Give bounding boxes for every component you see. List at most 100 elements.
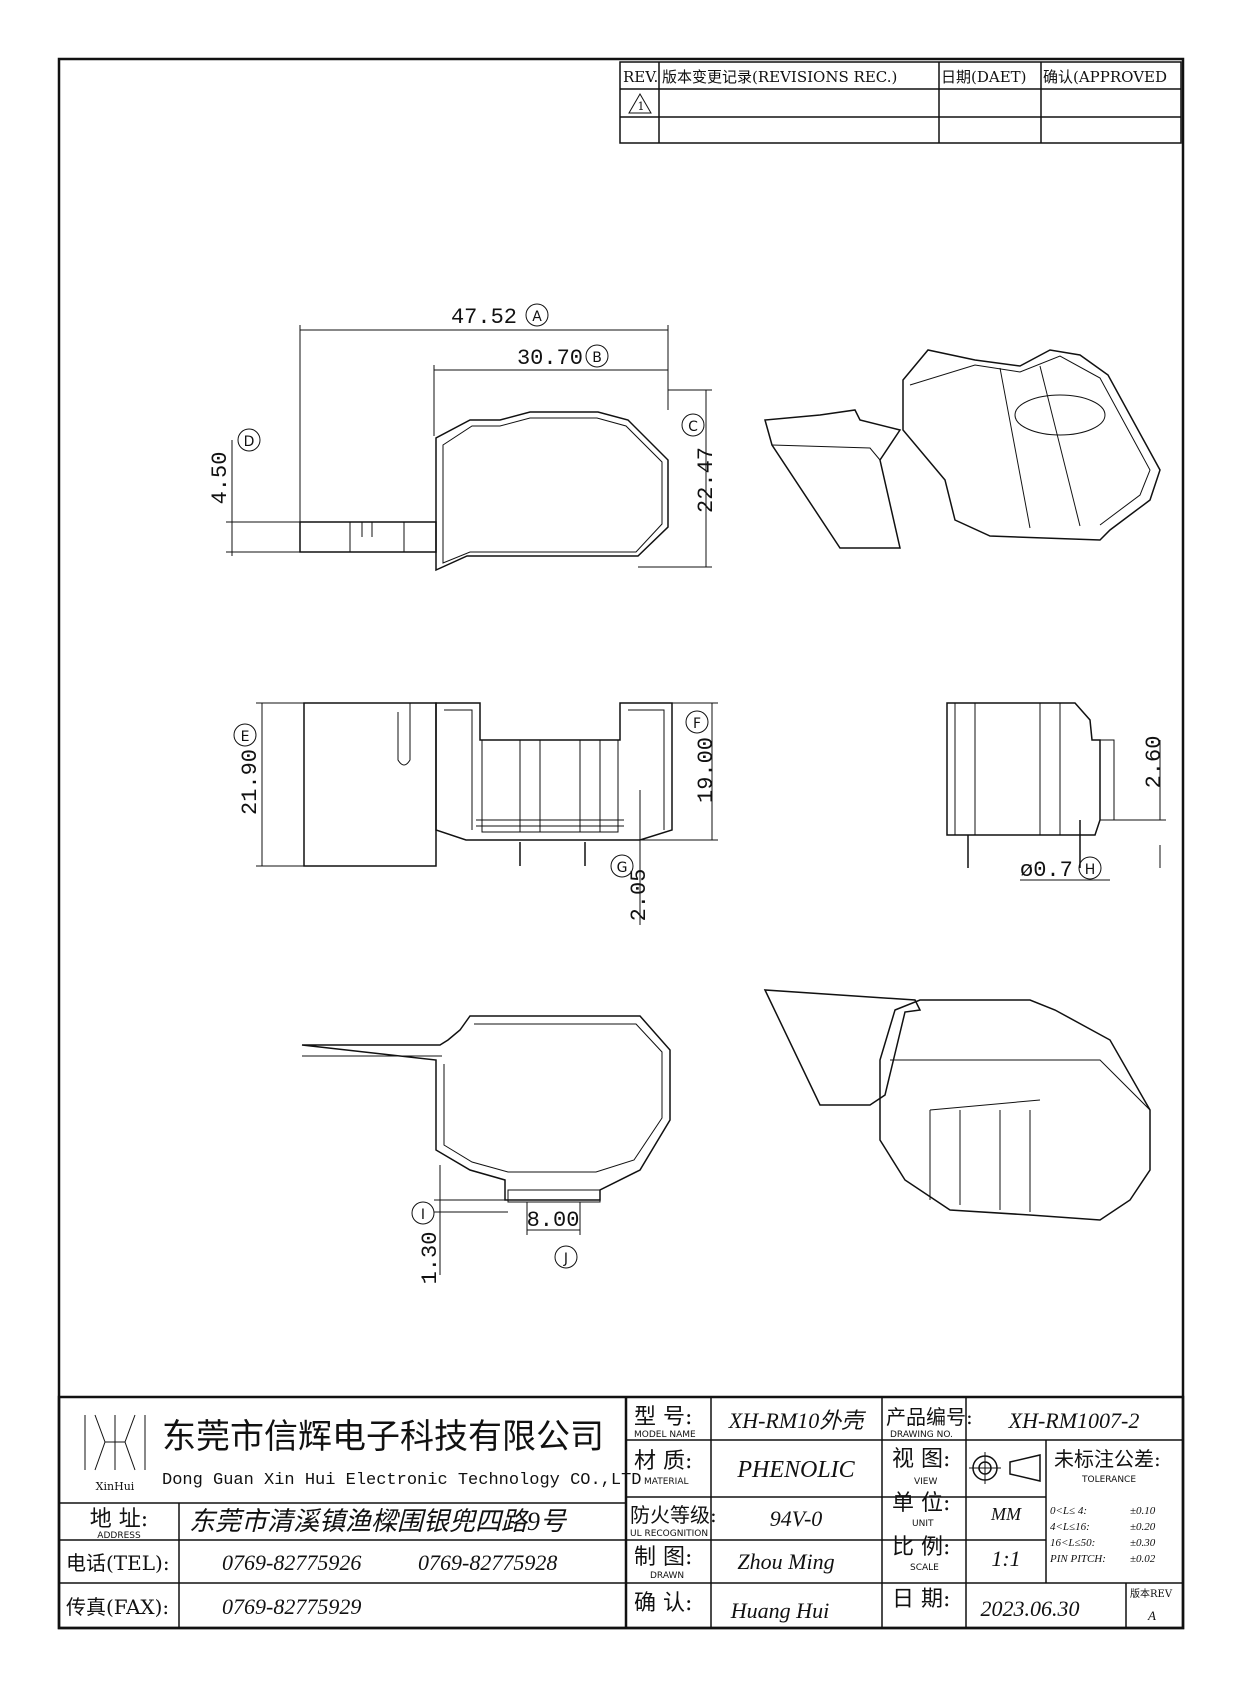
drawing-no-label: 产品编号:	[886, 1405, 973, 1429]
view-label: 视 图:	[892, 1447, 950, 1472]
dimension-c: 22.47 C	[638, 389, 719, 568]
dimension-e-tag: E	[241, 729, 250, 745]
tel-value-1: 0769-82775926	[222, 1550, 361, 1575]
revision-table: REV. 版本变更记录(REVISIONS REC.) 日期(DAET) 确认(…	[619, 61, 1182, 144]
dimension-c-value: 22.47	[694, 447, 719, 513]
dimension-a: 47.52 A	[299, 303, 669, 522]
dimension-i-value: 1.30	[418, 1232, 443, 1285]
scale-label-en: SCALE	[910, 1563, 939, 1573]
dimension-j-value: 8.00	[527, 1208, 580, 1233]
bottom-view	[301, 1015, 671, 1203]
unit-label-en: UNIT	[912, 1519, 934, 1529]
drawn-label: 制 图:	[634, 1545, 692, 1570]
tolerance-range-2: 4<L≤16:	[1050, 1521, 1090, 1533]
dimension-g-tag: G	[617, 860, 628, 876]
dimension-a-tag: A	[532, 309, 542, 325]
unit-value: MM	[990, 1504, 1022, 1524]
iso-view-bottom	[763, 989, 1151, 1221]
tolerance-range-1: 0<L≤ 4:	[1050, 1505, 1087, 1517]
dimension-f: 19.00 F	[640, 702, 719, 841]
dimension-j: 8.00 J	[526, 1202, 581, 1269]
dimension-b-tag: B	[592, 350, 602, 366]
tolerance-title-en: TOLERANCE	[1081, 1475, 1136, 1485]
rev-header: REV.	[623, 68, 658, 86]
tel-label: 电话(TEL):	[66, 1551, 170, 1575]
dimension-g: 2.05 G	[610, 790, 652, 925]
top-view	[299, 411, 669, 572]
dimension-g-value: 2.05	[627, 869, 652, 922]
tolerance-range-4: PIN PITCH:	[1049, 1553, 1106, 1565]
unit-label: 单 位:	[892, 1491, 950, 1516]
title-block: XinHui 东莞市信辉电子科技有限公司 Dong Guan Xin Hui E…	[57, 1395, 1185, 1630]
date-label: 日 期:	[892, 1587, 950, 1612]
tel-value-2: 0769-82775928	[418, 1550, 557, 1575]
model-label-en: MODEL NAME	[634, 1430, 696, 1440]
dimension-h: 2.60 ø0.7 H	[1020, 736, 1167, 883]
approved-header: 确认(APPROVED	[1043, 68, 1167, 86]
drawing-no-label-en: DRAWING NO.	[890, 1430, 953, 1440]
fax-label: 传真(FAX):	[66, 1595, 169, 1619]
dimension-i: 1.30 I	[411, 1165, 508, 1285]
dimension-a-value: 47.52	[451, 305, 517, 330]
drawing-no-value: XH-RM1007-2	[1008, 1408, 1140, 1433]
address-value: 东莞市清溪镇渔樑围银兜四路9号	[189, 1507, 568, 1536]
dimension-h-extra-value: 2.60	[1142, 736, 1167, 789]
projection-symbol-icon	[969, 1452, 1041, 1484]
drawn-value: Zhou Ming	[737, 1549, 834, 1574]
drawn-label-en: DRAWN	[650, 1571, 684, 1581]
company-name-cn: 东莞市信辉电子科技有限公司	[162, 1417, 604, 1457]
dimension-d-tag: D	[244, 434, 255, 450]
approved-value: Huang Hui	[730, 1598, 829, 1623]
front-view	[303, 702, 673, 867]
ul-label: 防火等级:	[630, 1503, 717, 1527]
approved-label: 确 认:	[634, 1591, 692, 1616]
model-label: 型 号:	[634, 1405, 692, 1430]
version-label: 版本REV	[1130, 1587, 1173, 1600]
dimension-d: 4.50 D	[208, 428, 300, 556]
logo-text: XinHui	[96, 1480, 135, 1493]
material-label: 材 质:	[634, 1449, 692, 1474]
revision-triangle-icon	[628, 93, 652, 114]
dimension-d-value: 4.50	[208, 452, 233, 505]
dimension-b-value: 30.70	[517, 346, 583, 371]
iso-view-top	[764, 349, 1161, 549]
dimension-i-tag: I	[421, 1207, 425, 1223]
address-label: 地 址:	[90, 1507, 148, 1532]
xinhui-logo: XinHui	[84, 1414, 146, 1493]
date-header: 日期(DAET)	[941, 68, 1027, 86]
dimension-j-tag: J	[563, 1251, 568, 1267]
tolerance-title: 未标注公差:	[1054, 1447, 1161, 1471]
company-name-en: Dong Guan Xin Hui Electronic Technology …	[162, 1471, 641, 1490]
sheet-border	[57, 57, 1185, 1630]
address-label-en: ADDRESS	[97, 1531, 141, 1541]
dimension-e: 21.90 E	[233, 702, 304, 867]
dimension-e-value: 21.90	[238, 749, 263, 815]
scale-label: 比 例:	[892, 1535, 950, 1560]
tolerance-value-1: ±0.10	[1130, 1505, 1156, 1517]
revision-number: 1	[638, 100, 645, 113]
tolerance-value-2: ±0.20	[1130, 1521, 1156, 1533]
side-view	[946, 702, 1115, 868]
dimension-h-tag: H	[1085, 862, 1096, 878]
tolerance-value-3: ±0.30	[1130, 1537, 1156, 1549]
dimension-f-value: 19.00	[694, 737, 719, 803]
version-value: A	[1147, 1608, 1156, 1623]
revisions-header: 版本变更记录(REVISIONS REC.)	[662, 68, 897, 86]
date-value: 2023.06.30	[981, 1596, 1080, 1621]
view-label-en: VIEW	[914, 1477, 937, 1487]
ul-value: 94V-0	[770, 1506, 823, 1531]
material-value: PHENOLIC	[736, 1457, 855, 1483]
scale-value: 1:1	[991, 1546, 1020, 1571]
tolerance-range-3: 16<L≤50:	[1050, 1537, 1095, 1549]
ul-label-en: UL RECOGNITION	[630, 1529, 708, 1539]
dimension-h-value: ø0.7	[1020, 858, 1073, 883]
dimension-f-tag: F	[693, 716, 701, 732]
tolerance-value-4: ±0.02	[1130, 1553, 1156, 1565]
dimension-c-tag: C	[688, 419, 698, 435]
dimension-b: 30.70 B	[433, 344, 668, 436]
material-label-en: MATERIAL	[644, 1477, 689, 1487]
model-value: XH-RM10外壳	[728, 1408, 866, 1433]
fax-value: 0769-82775929	[222, 1594, 361, 1619]
